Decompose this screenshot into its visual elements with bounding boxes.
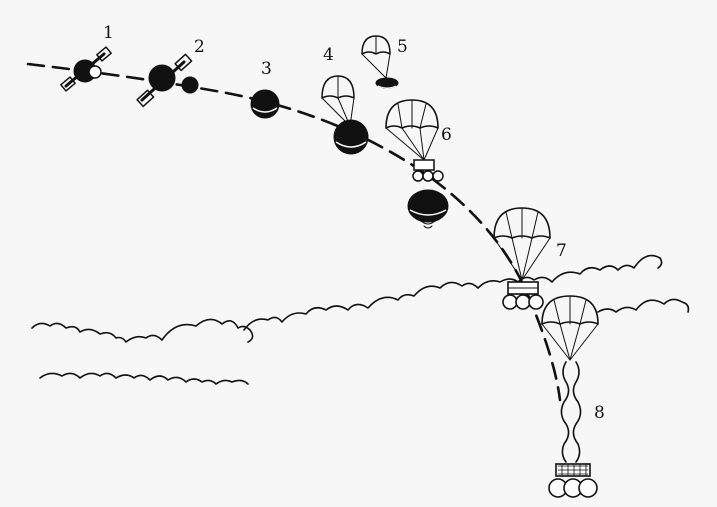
- trajectory-arc: [28, 64, 560, 400]
- stage-label-7: 7: [556, 241, 567, 261]
- drogue-chute-stage-4: [322, 76, 368, 154]
- cloud-layer-upper: [32, 256, 662, 342]
- landing-stage-8: [542, 296, 598, 497]
- heat-shield-stage-5: [362, 36, 398, 88]
- stage-label-3: 3: [261, 59, 272, 79]
- capsule-stage-3: [251, 90, 279, 118]
- stage-label-8: 8: [594, 403, 605, 423]
- stage-label-1: 1: [103, 23, 114, 43]
- lander-descent-stage-7: [494, 208, 550, 309]
- stage-label-4: 4: [323, 45, 334, 65]
- separation-stage-2: [137, 54, 198, 106]
- cloud-layer-lower: [40, 373, 248, 384]
- stage-label-5: 5: [397, 37, 408, 57]
- stage-label-2: 2: [194, 37, 205, 57]
- main-chute-stage-6: [386, 100, 448, 228]
- cloud-layer-upper-right: [598, 299, 688, 312]
- stage-label-6: 6: [441, 125, 452, 145]
